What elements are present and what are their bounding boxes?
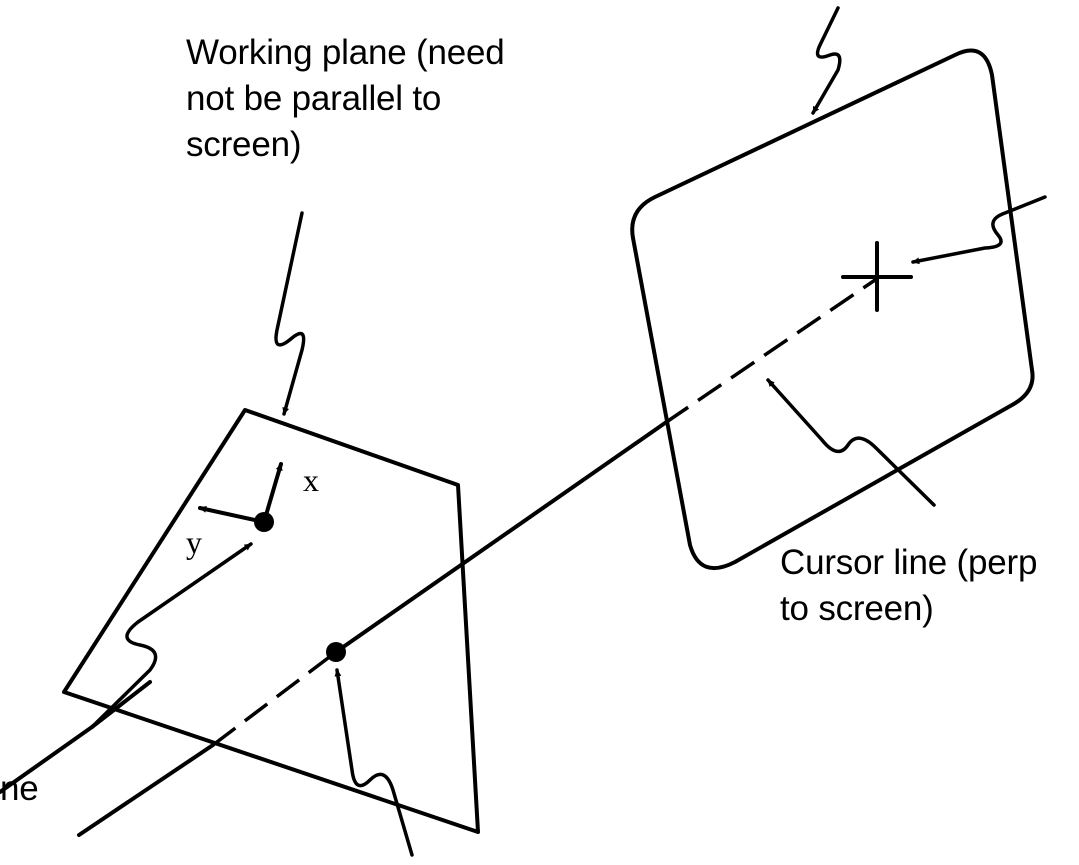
leader-intersection bbox=[334, 668, 414, 857]
y-axis-arrow bbox=[198, 505, 266, 524]
leader-cursor-cross bbox=[911, 195, 1047, 265]
cursor-line-solid-middle bbox=[334, 421, 667, 654]
leader-origin bbox=[90, 542, 253, 729]
intersection-point bbox=[326, 642, 346, 662]
x-axis-arrow bbox=[262, 462, 283, 524]
axis-y-label: y bbox=[186, 524, 202, 560]
cursor-line-solid-front bbox=[77, 743, 215, 837]
axis-x-label: x bbox=[303, 462, 319, 498]
clipped-left-label: ne bbox=[0, 769, 39, 808]
cursor-line-dashed-upper bbox=[664, 276, 879, 425]
working-plane-label: Working plane (need not be parallel to s… bbox=[186, 33, 505, 164]
screen-outline bbox=[630, 48, 1035, 571]
leader-cursor-line bbox=[766, 378, 936, 507]
working-plane bbox=[62, 408, 480, 834]
reference-line bbox=[0, 725, 94, 794]
cursor-line-dashed-lower bbox=[211, 650, 338, 747]
leader-screen bbox=[811, 6, 842, 115]
cursor-line-label: Cursor line (perp to screen) bbox=[780, 543, 1038, 628]
leader-working-plane bbox=[274, 211, 306, 416]
